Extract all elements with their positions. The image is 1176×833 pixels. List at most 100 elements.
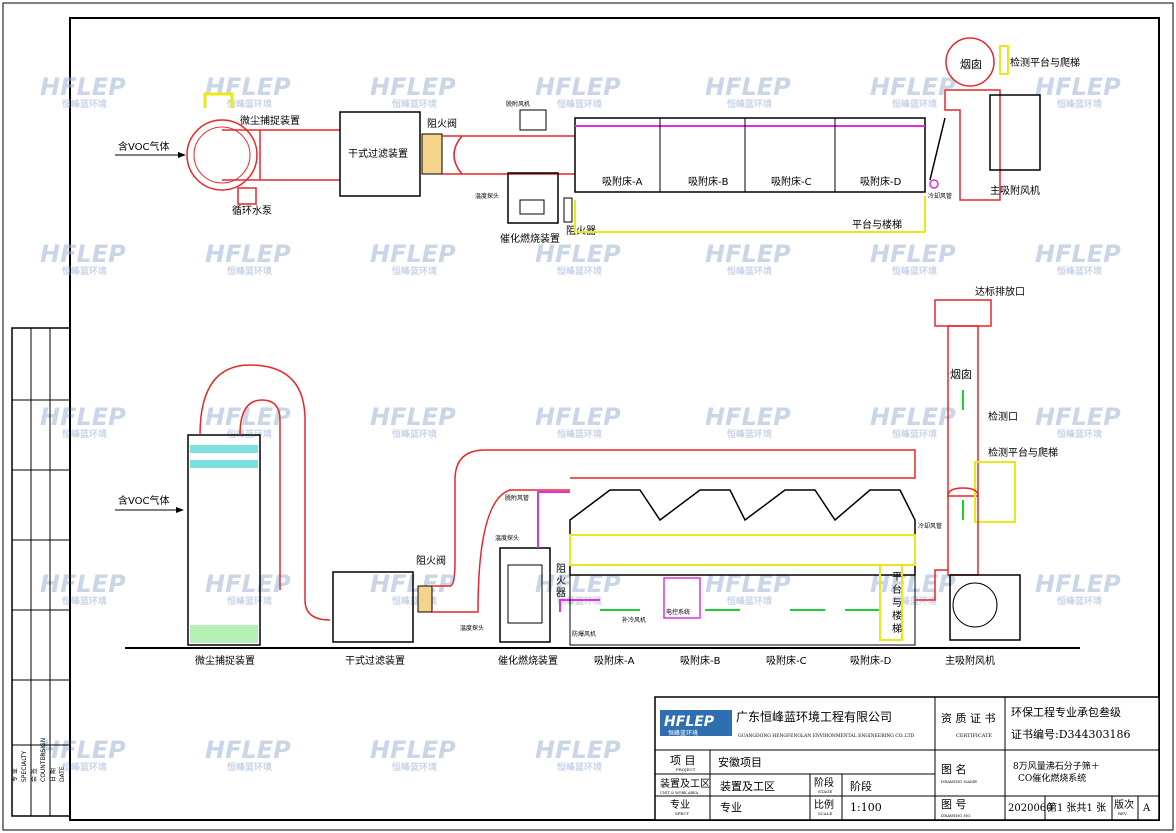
top-dry-filter-label: 干式过滤装置	[348, 147, 408, 160]
side-fan-duct	[947, 487, 979, 576]
watermark-brand: HFLEP	[705, 403, 791, 431]
watermark-sub: 恒峰蓝环境	[1057, 98, 1102, 110]
stage-label-en: STAGE	[818, 789, 832, 794]
side-arrester-3: 器	[556, 587, 566, 599]
watermark-brand: HFLEP	[40, 570, 126, 598]
watermark-layer: HFLEP恒峰蓝环境HFLEP恒峰蓝环境HFLEP恒峰蓝环境HFLEP恒峰蓝环境…	[40, 73, 1121, 773]
watermark-sub: 恒峰蓝环境	[727, 265, 772, 277]
watermark-brand: HFLEP	[370, 403, 456, 431]
watermark-brand: HFLEP	[40, 736, 126, 764]
side-chimney	[947, 325, 979, 497]
watermark-brand: HFLEP	[870, 570, 956, 598]
top-pump	[237, 187, 257, 205]
top-dry-filter	[339, 111, 421, 197]
watermark-brand: HFLEP	[1035, 73, 1121, 101]
side-inlet-arrow-head	[176, 507, 184, 513]
side-explosion-fan-label: 防爆风机	[572, 630, 596, 638]
watermark-sub: 恒峰蓝环境	[392, 98, 437, 110]
side-table-row-2: SPECIALTY	[21, 751, 28, 782]
stage-value: 阶段	[850, 779, 872, 793]
spec-label: 专业	[670, 798, 690, 811]
side-supply-fan-label: 补冷风机	[622, 616, 646, 624]
top-cooling-pipe	[929, 179, 939, 189]
top-chimney-label: 烟囱	[960, 57, 982, 71]
rev-value: A	[1142, 803, 1151, 814]
drawing-name-label: 图 名	[941, 762, 967, 776]
project-value: 安徽项目	[718, 755, 762, 769]
company-name-en: GUANGDONG HENGFENGLAN ENVIRONMENTAL ENGI…	[738, 733, 915, 739]
unit-value: 装置及工区	[720, 780, 775, 793]
watermark-sub: 恒峰蓝环境	[227, 98, 272, 110]
top-dust-label: 微尘捕捉装置	[240, 114, 300, 127]
company-logo-text: HFLEP	[664, 714, 715, 730]
top-stair	[929, 117, 946, 181]
watermark-brand: HFLEP	[205, 240, 291, 268]
spec-label-en: SPECT	[675, 811, 689, 816]
top-platform-label: 平台与楼梯	[852, 218, 902, 231]
top-main-fan	[989, 94, 1041, 171]
watermark-sub: 恒峰蓝环境	[62, 428, 107, 440]
side-dust-packing-2	[190, 460, 258, 468]
side-desorb-line	[537, 491, 600, 612]
side-bed-b: 吸附床-B	[680, 654, 721, 667]
drawing-name-line-1: 8万风量沸石分子筛＋	[1013, 760, 1100, 772]
side-bed-lower	[569, 574, 916, 646]
side-table-row-3: 会 签	[30, 768, 38, 782]
side-duct-c	[432, 449, 916, 587]
top-view: 含VOC气体 微尘捕捉装置 循环水泵 干式过滤装置 阻火阀 温度探头 催化燃烧装…	[115, 37, 1080, 245]
project-label-en: PROJECT	[676, 767, 696, 772]
watermark-brand: HFLEP	[535, 73, 621, 101]
watermark-brand: HFLEP	[535, 736, 621, 764]
side-duct-a	[199, 364, 331, 621]
watermark-sub: 恒峰蓝环境	[392, 428, 437, 440]
rev-label-en: REV	[1118, 811, 1127, 816]
side-flow-arrows	[600, 390, 964, 611]
side-main-fan-wheel	[952, 582, 998, 628]
watermark-brand: HFLEP	[870, 73, 956, 101]
watermark-brand: HFLEP	[870, 403, 956, 431]
watermark-sub: 恒峰蓝环境	[727, 428, 772, 440]
top-temp-label: 温度探头	[475, 192, 499, 200]
side-fire-damper	[417, 585, 433, 613]
top-duct-1	[222, 129, 340, 181]
top-inlet-label: 含VOC气体	[118, 140, 170, 153]
side-check-platform-label: 检测平台与爬梯	[988, 446, 1058, 459]
watermark-sub: 恒峰蓝环境	[227, 595, 272, 607]
watermark-sub: 恒峰蓝环境	[62, 595, 107, 607]
watermark-brand: HFLEP	[535, 403, 621, 431]
watermark-brand: HFLEP	[205, 403, 291, 431]
watermark-brand: HFLEP	[705, 73, 791, 101]
side-beds: 电控系统	[569, 489, 916, 646]
watermark-sub: 恒峰蓝环境	[227, 265, 272, 277]
scale-label: 比例	[814, 798, 834, 811]
watermark-sub: 恒峰蓝环境	[557, 428, 602, 440]
side-fan-inlet	[915, 569, 948, 601]
top-inlet-arrow-head	[178, 152, 186, 158]
side-main-fan	[949, 574, 1021, 641]
side-cooling-label: 冷却风管	[918, 522, 942, 530]
drawing-no-label: 图 号	[941, 798, 967, 811]
side-plat-3: 与	[892, 597, 902, 609]
side-bed-c: 吸附床-C	[766, 654, 807, 667]
watermark-sub: 恒峰蓝环境	[227, 428, 272, 440]
watermark-brand: HFLEP	[705, 240, 791, 268]
side-bed-platform	[569, 534, 916, 566]
sheet-count: 第1 张共1 张	[1047, 801, 1106, 814]
unit-label-en: UNIT & WORK AREA	[660, 791, 699, 795]
top-duct-bend	[453, 135, 463, 175]
side-table-row-4: COUNTERSIGN	[40, 738, 47, 782]
drawing-name-label-en: DRAWING NAME	[941, 779, 977, 784]
top-chimney	[945, 37, 995, 87]
side-sign-table: 专 业 SPECIALTY 会 签 COUNTERSIGN 日 期 DATE	[11, 327, 71, 817]
side-inlet-label: 含VOC气体	[118, 494, 170, 507]
side-dry-filter-label: 干式过滤装置	[345, 654, 405, 667]
top-check-ladder	[999, 45, 1009, 75]
top-pump-label: 循环水泵	[232, 204, 272, 217]
scale-value: 1:100	[850, 801, 882, 814]
top-bed-housing	[574, 117, 926, 193]
side-view: 含VOC气体 微尘捕捉装置 干式过滤装置 阻火阀 温度探头 催化燃烧装置 温度探…	[115, 285, 1080, 667]
watermark-sub: 恒峰蓝环境	[892, 265, 937, 277]
top-bed-b: 吸附床-B	[688, 175, 729, 188]
watermark-sub: 恒峰蓝环境	[1057, 265, 1102, 277]
